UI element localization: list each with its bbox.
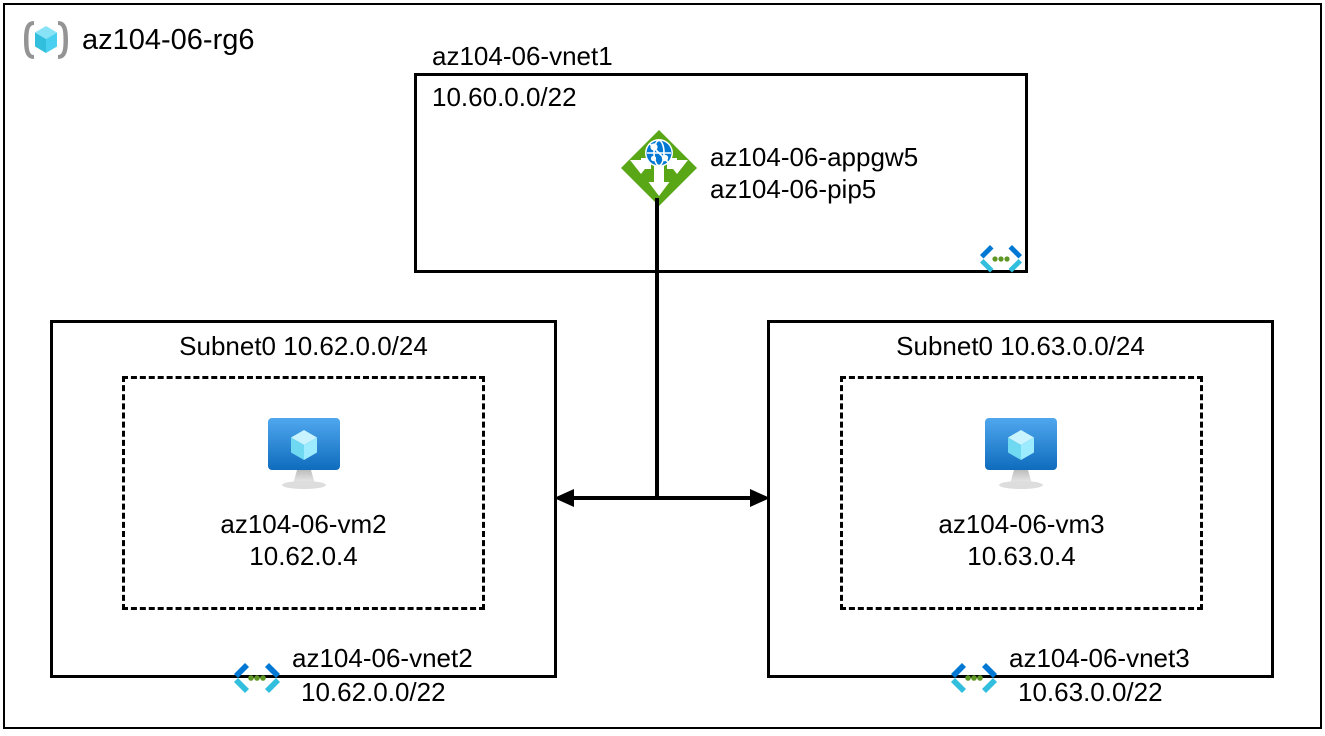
- vnet3-address-space: 10.63.0.0/22: [1018, 677, 1163, 707]
- vm3-ip: 10.63.0.4: [967, 540, 1076, 571]
- application-gateway-icon[interactable]: [619, 128, 699, 208]
- vnet1-address-space: 10.60.0.0/22: [432, 82, 577, 112]
- vnet2-address-space: 10.62.0.0/22: [301, 677, 446, 707]
- pip-name: az104-06-pip5: [710, 173, 877, 204]
- vnet3-virtual-network-icon[interactable]: [945, 662, 1003, 694]
- vm3-virtual-machine-icon[interactable]: [978, 416, 1064, 490]
- bidirectional-peering-arrow: [552, 484, 772, 512]
- vnet3-name: az104-06-vnet3: [1009, 643, 1190, 673]
- resource-group-name: az104-06-rg6: [82, 23, 255, 56]
- vnet2-subnet-dashed-box: [122, 376, 485, 610]
- appgw-vertical-connector: [655, 198, 659, 500]
- vnet3-box: [767, 320, 1274, 678]
- vnet2-subnet-label: Subnet0 10.62.0.0/24: [179, 331, 428, 361]
- resource-group-cube-icon: [22, 18, 70, 62]
- vnet2-virtual-network-icon[interactable]: [228, 662, 286, 694]
- resource-group-frame: [3, 3, 1322, 729]
- vm2-labels: az104-06-vm2 10.62.0.4: [122, 509, 485, 572]
- vnet1-virtual-network-icon[interactable]: [975, 244, 1027, 274]
- vm3-name: az104-06-vm3: [938, 509, 1105, 539]
- vnet2-name: az104-06-vnet2: [292, 643, 473, 673]
- vnet2-box: [50, 320, 557, 678]
- appgw-labels: az104-06-appgw5 az104-06-pip5: [710, 142, 918, 205]
- vm2-virtual-machine-icon[interactable]: [261, 416, 347, 490]
- resource-group-header: az104-06-rg6: [22, 18, 255, 62]
- vnet3-subnet-label: Subnet0 10.63.0.0/24: [896, 331, 1145, 361]
- vnet3-subnet-dashed-box: [840, 376, 1203, 610]
- vm2-name: az104-06-vm2: [220, 509, 387, 539]
- vnet1-box: [414, 73, 1028, 273]
- vnet1-title: az104-06-vnet1: [432, 41, 613, 71]
- appgw-name: az104-06-appgw5: [710, 142, 919, 172]
- vm2-ip: 10.62.0.4: [249, 540, 358, 571]
- vm3-labels: az104-06-vm3 10.63.0.4: [840, 509, 1203, 572]
